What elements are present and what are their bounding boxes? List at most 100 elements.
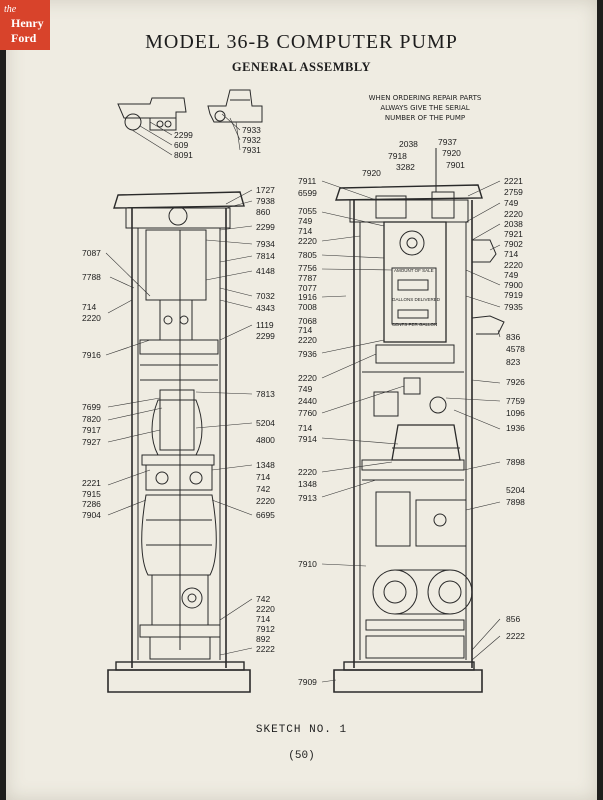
part-callout: 2222: [506, 631, 525, 641]
part-callout: 856: [506, 614, 521, 624]
ordering-note: WHEN ORDERING REPAIR PARTS ALWAYS GIVE T…: [350, 93, 500, 123]
sketch-caption: SKETCH NO. 1: [255, 724, 348, 736]
part-callout: 7913: [298, 493, 317, 503]
part-callout: 2222: [256, 644, 275, 654]
henry-ford-logo: the Henry Ford: [0, 0, 50, 50]
part-callout: 749: [504, 198, 519, 208]
part-callout: 1348: [298, 479, 317, 489]
left-pump-elevation: [107, 191, 251, 693]
part-callout: 7814: [256, 251, 275, 261]
page-title: MODEL 36-B COMPUTER PUMP: [145, 31, 458, 53]
part-callout: 7286: [82, 499, 101, 509]
page-number: (50): [288, 750, 315, 762]
part-callout: 7077: [298, 283, 317, 293]
meter-amount-label: AMOUNT OF SALE: [394, 268, 434, 273]
part-callout: 7938: [256, 196, 275, 206]
part-callout: 2299: [174, 130, 193, 140]
part-callout: 7927: [82, 437, 101, 447]
part-callout: 7921: [504, 229, 523, 239]
part-callout: 7759: [506, 396, 525, 406]
part-callout: 7934: [256, 239, 275, 249]
part-callout: 7900: [504, 280, 523, 290]
part-callout: 836: [506, 332, 521, 342]
part-callout: 7919: [504, 290, 523, 300]
part-callout: 7912: [256, 624, 275, 634]
logo-line-1: the: [4, 4, 17, 15]
right-pump-elevation: [333, 148, 505, 693]
part-callout: 714: [256, 614, 271, 624]
meter-price-label: CENTS PER GALLON: [392, 322, 438, 327]
part-callout: 7904: [82, 510, 101, 520]
logo-line-2: Henry: [11, 16, 44, 30]
part-callout: 2759: [504, 187, 523, 197]
part-callout: 7933: [242, 125, 261, 135]
part-callout: 892: [256, 634, 271, 644]
part-callout: 4800: [256, 435, 275, 445]
part-callout: 2220: [298, 467, 317, 477]
note-line-3: NUMBER OF THE PUMP: [384, 114, 466, 122]
part-callout: 7911: [298, 176, 317, 186]
part-callout: 742: [256, 594, 271, 604]
note-line-1: WHEN ORDERING REPAIR PARTS: [368, 94, 482, 102]
part-callout: 7068: [298, 316, 317, 326]
part-callout: 2220: [298, 373, 317, 383]
part-callout: 609: [174, 140, 189, 150]
part-callout: 7935: [504, 302, 523, 312]
part-callout: 714: [82, 302, 97, 312]
part-callout: 7805: [298, 250, 317, 260]
part-callout: 860: [256, 207, 271, 217]
part-callout: 749: [298, 384, 313, 394]
part-callout: 7920: [362, 168, 381, 178]
part-callout: 2220: [298, 236, 317, 246]
part-callout: 7937: [438, 137, 457, 147]
leader-lines: [105, 113, 501, 683]
part-callout: 714: [256, 472, 271, 482]
part-callout: 1119: [256, 320, 274, 330]
part-callout: 1348: [256, 460, 275, 470]
part-callout: 2220: [256, 496, 275, 506]
part-callout: 3282: [396, 162, 415, 172]
part-callout: 7699: [82, 402, 101, 412]
part-callout: 7909: [298, 677, 317, 687]
part-callout: 1936: [506, 423, 525, 433]
part-callout: 7931: [242, 145, 261, 155]
part-callout: 749: [504, 270, 519, 280]
part-callout: 1096: [506, 408, 525, 418]
part-callout: 7898: [506, 457, 525, 467]
part-callout: 2440: [298, 396, 317, 406]
part-callout: 7760: [298, 408, 317, 418]
part-callout: 7055: [298, 206, 317, 216]
part-callout: 5204: [256, 418, 275, 428]
part-callout: 7087: [82, 248, 101, 258]
part-callout: 7813: [256, 389, 275, 399]
meter-gallons-label: GALLONS DELIVERED: [392, 297, 441, 302]
part-callout: 714: [298, 423, 313, 433]
part-callout: 6599: [298, 188, 317, 198]
part-callout: 7910: [298, 559, 317, 569]
part-callout: 749: [298, 216, 313, 226]
part-callout: 2220: [298, 335, 317, 345]
part-callout: 7917: [82, 425, 101, 435]
part-callout: 1916: [298, 292, 317, 302]
part-callout: 7008: [298, 302, 317, 312]
part-callout: 2220: [82, 313, 101, 323]
part-callout: 7901: [446, 160, 465, 170]
logo-line-3: Ford: [11, 31, 37, 45]
part-callout: 7936: [298, 349, 317, 359]
part-callout: 7902: [504, 239, 523, 249]
part-callout: 714: [298, 325, 313, 335]
part-callout: 6695: [256, 510, 275, 520]
part-callout: 2220: [256, 604, 275, 614]
part-callout: 7787: [298, 273, 317, 283]
part-callout: 2220: [504, 260, 523, 270]
part-callout: 8091: [174, 150, 193, 160]
part-callout: 2299: [256, 222, 275, 232]
part-callout: 2299: [256, 331, 275, 341]
part-callout: 5204: [506, 485, 525, 495]
part-callout: 2221: [504, 176, 523, 186]
part-callout: 7820: [82, 414, 101, 424]
part-callout: 714: [298, 226, 313, 236]
detail-sketch-left: [117, 97, 187, 131]
part-callout: 2038: [399, 139, 418, 149]
